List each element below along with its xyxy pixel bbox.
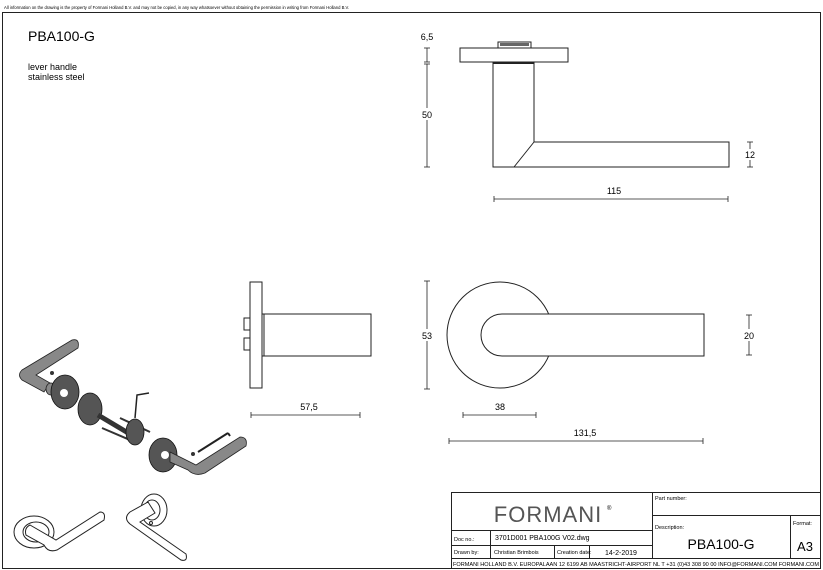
front-view: 53 20 38 131,5 [419,280,757,444]
creation-date-value: 14-2-2019 [605,550,637,557]
dim-height: 50 [422,110,432,120]
subtitle-type: lever handle [28,62,77,72]
format-label: Format: [793,521,812,527]
dim-lever-thickness: 12 [745,150,755,160]
page-title: PBA100-G [28,28,95,44]
subtitle-material: stainless steel [28,72,85,82]
dim-rose-diameter: 53 [422,331,432,341]
part-number-label: Part number: [655,496,687,502]
dim-total-length: 131,5 [574,428,597,438]
formani-logo: FORMANI [494,502,602,527]
logo-registered-mark: ® [607,505,612,512]
drawn-by-label: Drawn by: [454,550,479,556]
description-label: Description: [655,525,685,531]
side-view: 57,5 [243,281,372,418]
exploded-view-illustration [19,339,247,475]
dim-side-depth: 57,5 [300,402,318,412]
dim-lever-width: 20 [744,331,754,341]
top-view: 6,5 50 12 115 [419,32,757,202]
perspective-views-illustration [13,493,187,561]
doc-no-label: Doc no.: [454,537,475,543]
dim-rose-offset: 38 [495,402,505,412]
dim-rose-thickness: 6,5 [421,32,434,42]
format-value: A3 [797,539,813,554]
title-block: FORMANI ® Part number: Description: PBA1… [451,492,821,569]
footer-contact: FORMANI HOLLAND B.V. EUROPALAAN 12 6199 … [453,562,819,568]
drawn-by-value: Christian Brimbois [494,550,539,556]
doc-no-value: 3701D001 PBA100G V02.dwg [495,535,590,542]
drawing-frame [2,12,821,569]
description-value: PBA100-G [688,536,755,552]
creation-date-label: Creation date: [557,550,592,556]
disclaimer: All information on the drawing is the pr… [4,5,349,10]
dim-lever-length: 115 [607,186,621,196]
